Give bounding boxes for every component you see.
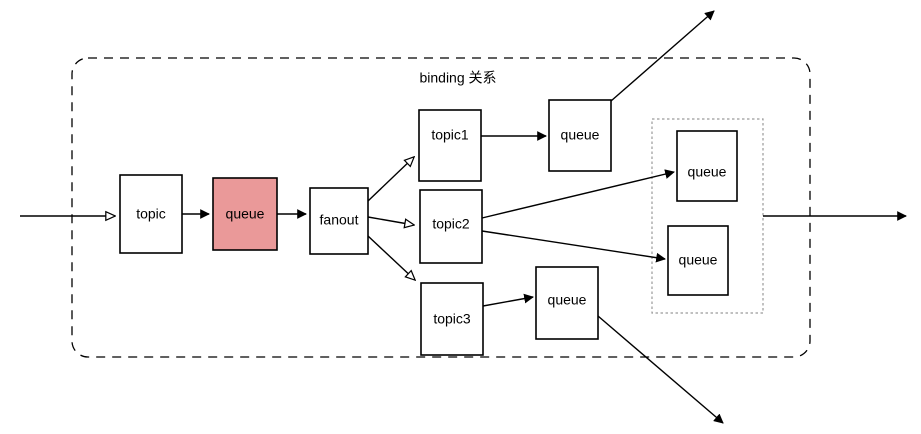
- node-queue-topic3-box[interactable]: [535, 266, 599, 340]
- node-queue-group-lower-label: queue: [679, 252, 718, 268]
- edge-topic3-to-queue: [482, 293, 534, 307]
- node-queue-group-upper[interactable]: queue: [676, 130, 738, 202]
- edge-topic2-to-queue-lower: [481, 230, 666, 263]
- node-queue-topic1[interactable]: queue: [548, 99, 612, 172]
- edge-fanout-to-topic2: [367, 216, 414, 225]
- node-queue-highlighted-box[interactable]: [212, 177, 278, 251]
- node-queue-topic1-box[interactable]: [548, 99, 612, 172]
- node-topic-label: topic: [136, 206, 166, 222]
- node-queue-group-upper-label: queue: [688, 164, 727, 180]
- node-queue-topic3[interactable]: queue: [535, 266, 599, 340]
- node-topic1[interactable]: topic1: [418, 109, 482, 182]
- edge-queue-to-external-up: [610, 10, 715, 102]
- edge-layer: [20, 10, 907, 424]
- node-topic1-box[interactable]: [418, 109, 482, 182]
- node-topic3[interactable]: topic3: [420, 282, 484, 356]
- node-fanout[interactable]: fanout: [309, 187, 369, 255]
- edge-queue-to-external-down: [597, 315, 724, 424]
- diagram-title: binding 关系: [419, 70, 496, 86]
- node-topic2-label: topic2: [432, 216, 470, 232]
- edge-topic2-to-queue-upper: [481, 169, 675, 219]
- node-queue-group-upper-box[interactable]: [676, 130, 738, 202]
- node-queue-topic3-label: queue: [548, 292, 587, 308]
- edge-fanout-to-topic1: [367, 157, 414, 202]
- node-fanout-box[interactable]: [309, 187, 369, 255]
- node-queue-group-lower-box[interactable]: [667, 225, 729, 296]
- node-queue-highlighted-label: queue: [226, 206, 265, 222]
- node-topic2[interactable]: topic2: [419, 189, 483, 264]
- node-topic3-box[interactable]: [420, 282, 484, 356]
- queue-group-box: [651, 118, 764, 314]
- node-topic2-box[interactable]: [419, 189, 483, 264]
- node-queue-topic1-label: queue: [561, 127, 600, 143]
- node-topic-box[interactable]: [119, 174, 183, 254]
- edge-fanout-to-topic3: [367, 235, 415, 280]
- node-queue-group-lower[interactable]: queue: [667, 225, 729, 296]
- node-topic3-label: topic3: [433, 311, 471, 327]
- node-fanout-label: fanout: [320, 212, 359, 228]
- binding-relationship-frame: [71, 57, 811, 358]
- node-topic1-label: topic1: [431, 127, 469, 143]
- node-topic[interactable]: topic: [119, 174, 183, 254]
- node-queue-highlighted[interactable]: queue: [212, 177, 278, 251]
